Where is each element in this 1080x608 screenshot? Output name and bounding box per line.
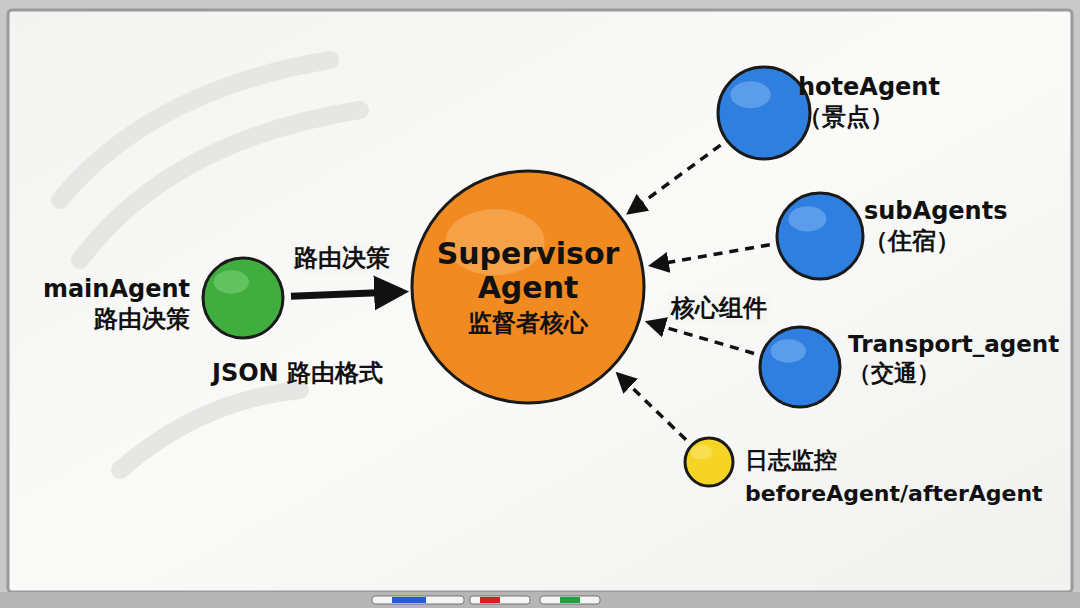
green-circle: mainAgent 路由决策 bbox=[201, 256, 285, 340]
circle-shape bbox=[758, 325, 842, 409]
dashed-arrow bbox=[629, 145, 720, 212]
marker bbox=[372, 596, 464, 604]
circle-shape bbox=[201, 256, 285, 340]
node-label: hoteAgent （景点） bbox=[798, 72, 944, 132]
circle-fill bbox=[760, 327, 840, 407]
circle-shape bbox=[716, 65, 812, 161]
edge-label: 路由决策 bbox=[291, 242, 393, 274]
circle-fill bbox=[412, 171, 644, 403]
circle-highlight bbox=[730, 81, 770, 108]
circle-highlight bbox=[214, 270, 249, 294]
marker-cap bbox=[392, 597, 426, 603]
marker bbox=[470, 596, 530, 604]
marker-cap bbox=[560, 597, 580, 603]
route-arrow bbox=[291, 292, 402, 296]
dashed-arrow bbox=[649, 323, 754, 354]
circle-fill bbox=[777, 193, 863, 279]
circle-fill bbox=[203, 258, 283, 338]
blue-circle: Transport_agent （交通） bbox=[758, 325, 842, 409]
node-label: subAgents （住宿） bbox=[864, 196, 1012, 256]
blue-circle: hoteAgent （景点） bbox=[716, 65, 812, 161]
circle-shape bbox=[775, 191, 865, 281]
node-label: mainAgent 路由决策 bbox=[38, 274, 190, 334]
node-label: 日志监控 bbox=[745, 446, 837, 475]
circle-highlight bbox=[789, 206, 827, 231]
marker-cap bbox=[480, 597, 500, 603]
board-surface bbox=[8, 10, 1072, 592]
edge-label: 核心组件 bbox=[668, 292, 770, 324]
circle-fill bbox=[718, 67, 810, 159]
circle-shape bbox=[683, 436, 735, 488]
node-title: Supervisor Agent bbox=[428, 237, 628, 306]
marker bbox=[540, 596, 600, 604]
node-subtitle: 监督者核心 bbox=[468, 310, 588, 338]
node-label: beforeAgent/afterAgent bbox=[745, 480, 1043, 508]
blue-circle: subAgents （住宿） bbox=[775, 191, 865, 281]
orange-circle: Supervisor Agent 监督者核心 bbox=[410, 169, 646, 405]
circle-highlight bbox=[691, 445, 713, 460]
circle-fill bbox=[685, 438, 733, 486]
yellow-circle: 日志监控beforeAgent/afterAgent bbox=[683, 436, 735, 488]
note-label: JSON 路由格式 bbox=[212, 358, 383, 388]
marker-tray bbox=[0, 592, 1080, 608]
circle-highlight bbox=[771, 339, 806, 363]
dashed-arrow bbox=[619, 375, 686, 440]
node-label: Transport_agent （交通） bbox=[848, 330, 1064, 388]
dashed-arrow bbox=[652, 245, 770, 266]
